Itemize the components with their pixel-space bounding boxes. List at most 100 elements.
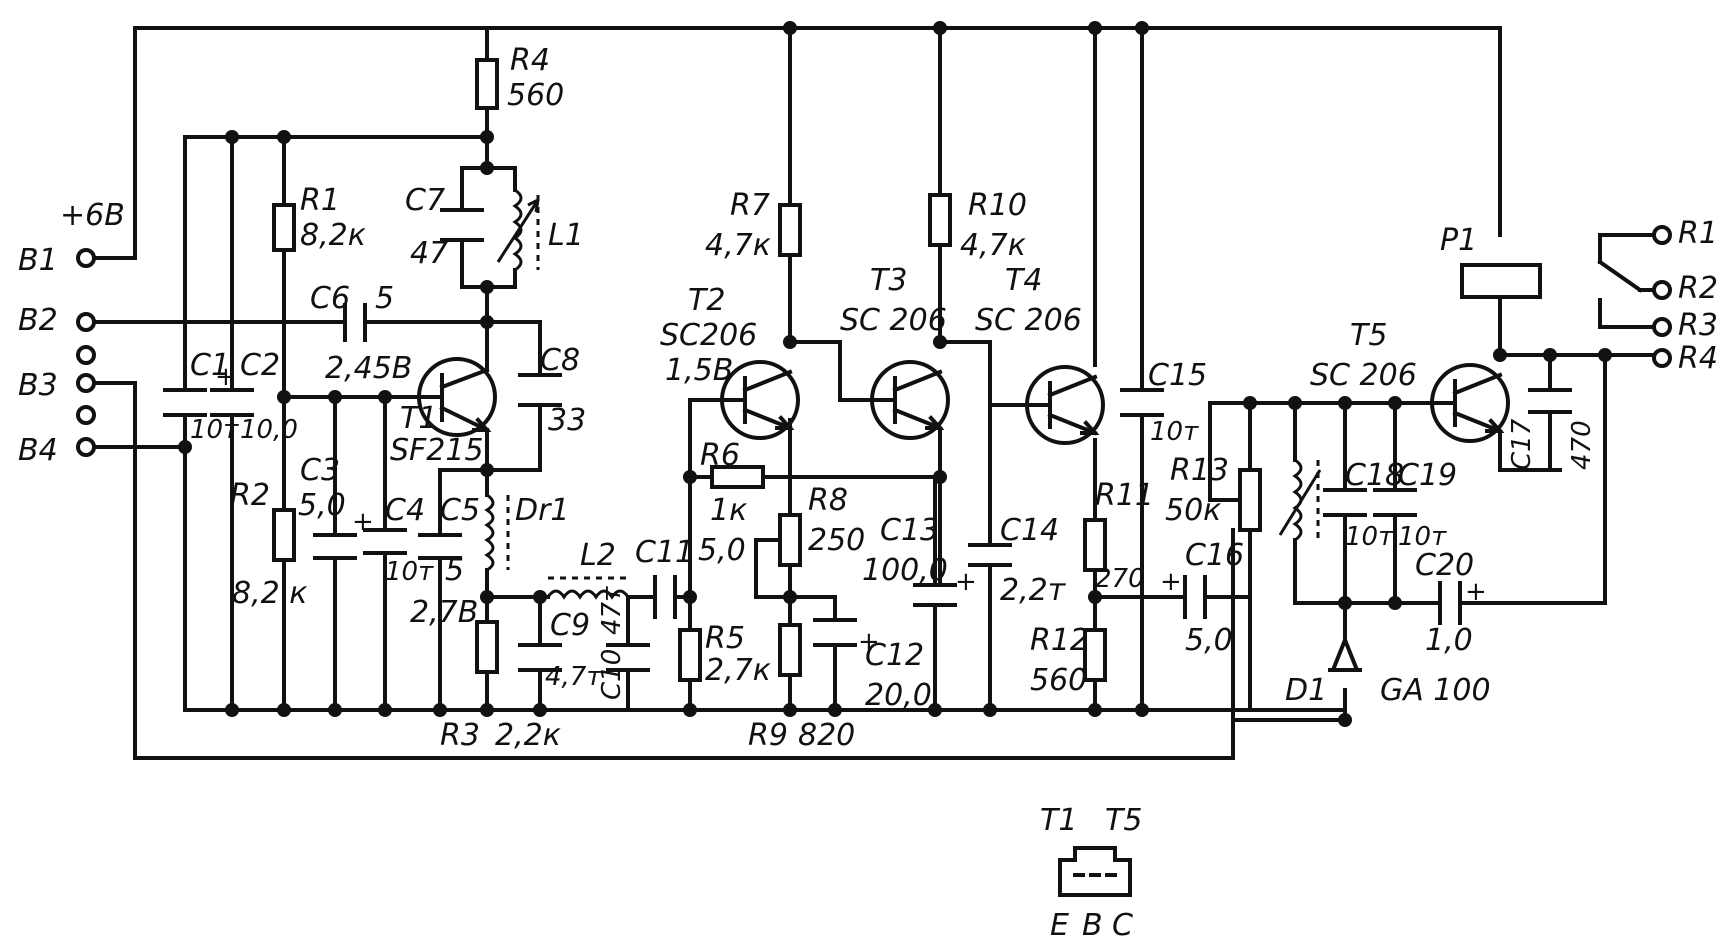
- label-c6-value: 5: [375, 281, 394, 316]
- resistor-r6: [710, 465, 765, 489]
- plus-mark: +: [858, 627, 880, 657]
- label-c12-value: 20,0: [865, 678, 932, 713]
- label-r4-value: 560: [507, 78, 564, 113]
- label-r10-value: 4,7к: [960, 228, 1026, 263]
- label-c20-ref: C20: [1415, 548, 1474, 583]
- capacitor-c15: [1120, 388, 1164, 417]
- label-l2: L2: [580, 538, 616, 573]
- label-c11-ref: C11: [635, 535, 694, 570]
- label-c10-ref: C10: [597, 649, 627, 700]
- label-c16-value: 5,0: [1185, 623, 1233, 658]
- terminal-r4: [1652, 348, 1672, 368]
- l1-tuning-arrow: [496, 198, 540, 263]
- label-c14-ref: C14: [1000, 513, 1059, 548]
- label-r9-value: 820: [798, 718, 855, 753]
- label-p1: P1: [1440, 223, 1477, 258]
- resistor-r10: [928, 193, 952, 247]
- label-c19-ref: C19: [1398, 458, 1457, 493]
- label-c1-value: 10т: [190, 415, 239, 445]
- label-t2-voltage: 1,5B: [665, 353, 733, 388]
- label-t5-type: SC 206: [1310, 358, 1417, 393]
- label-c4-value: 10т: [385, 557, 434, 587]
- capacitor-c9: [518, 643, 562, 672]
- component-labels: R4 560 R1 8,2к C7 47 L1 C6 5 2,45B T1 SF…: [190, 43, 1597, 753]
- label-c5-value: 5: [445, 553, 464, 588]
- label-t5-ref: T5: [1350, 318, 1387, 353]
- label-node-voltage: 2,7B: [410, 595, 478, 630]
- input-terminals: +6B B1 B2 B3 B4: [18, 198, 125, 468]
- pin-label-b: B: [1082, 908, 1103, 943]
- junctions: [178, 21, 1612, 727]
- transistor-t1: [417, 357, 497, 437]
- resistor-r7: [778, 203, 802, 257]
- terminal-b2: [76, 312, 96, 332]
- inductor-l1: [512, 188, 523, 272]
- relay-coil: [1460, 263, 1542, 299]
- resistor-r3: [475, 620, 499, 674]
- label-r1-value: 8,2к: [300, 218, 366, 253]
- input-label-b1: B1: [18, 243, 58, 278]
- label-c9-ref: C9: [550, 608, 590, 643]
- transistor-t2: [720, 360, 800, 440]
- label-dr1: Dr1: [515, 493, 570, 528]
- capacitor-c11: [653, 575, 677, 619]
- label-c15-ref: C15: [1148, 358, 1207, 393]
- capacitor-c16: [1183, 575, 1207, 619]
- label-r13-value: 50к: [1165, 493, 1221, 528]
- capacitor-c19: [1373, 488, 1417, 517]
- label-t3-ref: T3: [870, 263, 907, 298]
- plus-mark: +: [955, 567, 977, 597]
- label-r10-ref: R10: [968, 188, 1027, 223]
- label-t3-type: SC 206: [840, 303, 947, 338]
- resistor-r11: [1083, 518, 1107, 572]
- capacitors: + + + + + +: [163, 208, 1572, 672]
- label-t1-voltage: 2,45B: [325, 351, 412, 386]
- transistor-t3: [870, 360, 950, 440]
- capacitor-c2: [210, 388, 254, 417]
- label-r2-value: 8,2 к: [232, 576, 307, 611]
- input-label-b2: B2: [18, 303, 58, 338]
- resistor-r9: [778, 623, 802, 677]
- label-c17-value: 470: [1567, 420, 1597, 470]
- label-r11-ref: R11: [1095, 478, 1154, 513]
- label-c19-value: 10т: [1398, 522, 1447, 552]
- resistor-r12: [1083, 628, 1107, 682]
- label-r6-ref: R6: [700, 438, 740, 473]
- label-c17-ref: C17: [1507, 418, 1537, 470]
- label-c8-value: 33: [548, 403, 586, 438]
- transistor-t4: [1025, 365, 1105, 445]
- terminal-b3-lower: [76, 405, 96, 425]
- resistor-r8: [778, 513, 802, 567]
- label-c5-ref: C5: [440, 493, 480, 528]
- resistor-r5: [678, 628, 702, 682]
- label-r3-ref: R3: [440, 718, 480, 753]
- label-t2-type: SC206: [660, 318, 757, 353]
- label-r12-ref: R12: [1030, 623, 1089, 658]
- transistors: [417, 357, 1510, 445]
- label-r8-ref: R8: [808, 483, 848, 518]
- label-c18-value: 10т: [1345, 522, 1394, 552]
- supply-label: +6B: [60, 198, 125, 233]
- capacitor-c12: [813, 618, 857, 647]
- label-t4-type: SC 206: [975, 303, 1082, 338]
- label-d1-type: GA 100: [1380, 673, 1491, 708]
- label-r9-ref: R9: [748, 718, 788, 753]
- label-r4-ref: R4: [510, 43, 550, 78]
- input-label-b4: B4: [18, 433, 58, 468]
- label-c15-value: 10т: [1150, 417, 1199, 447]
- label-c1-ref: C1: [190, 348, 230, 383]
- label-c6-ref: C6: [310, 281, 350, 316]
- terminal-b1: [76, 248, 96, 268]
- label-c12-ref: C12: [865, 638, 924, 673]
- label-c7-ref: C7: [405, 183, 445, 218]
- plus-mark: +: [1160, 567, 1182, 597]
- capacitor-c6: [343, 303, 367, 342]
- label-c13-value: 100,0: [862, 553, 948, 588]
- diode-d1: [1328, 634, 1362, 672]
- capacitor-c4: [363, 528, 407, 555]
- label-c9-value: 4,7т: [545, 662, 602, 692]
- capacitor-c20: [1438, 581, 1462, 625]
- label-r3-value: 2,2к: [495, 718, 561, 753]
- label-t4-ref: T4: [1005, 263, 1042, 298]
- label-c4-ref: C4: [385, 493, 425, 528]
